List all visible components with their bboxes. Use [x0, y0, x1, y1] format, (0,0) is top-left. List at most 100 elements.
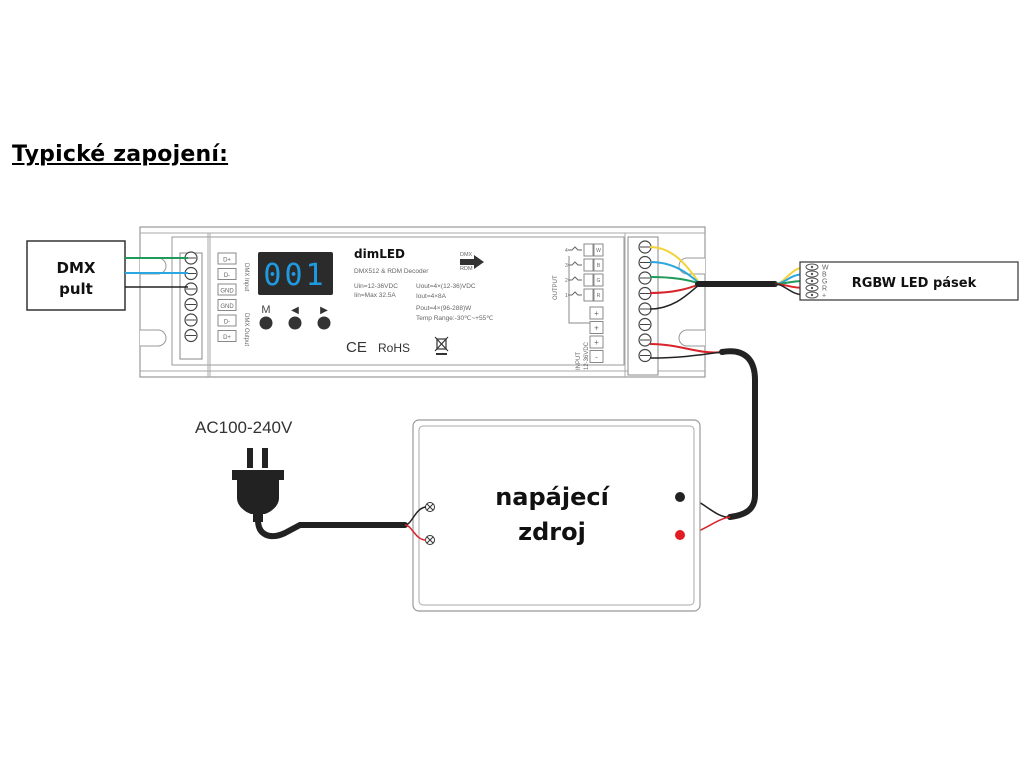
- page-title: Typické zapojení:: [12, 142, 229, 167]
- terminal-screw: [184, 313, 198, 327]
- psu-positive-terminal: [675, 530, 685, 540]
- output-label: OUTPUT: [553, 275, 559, 300]
- weee-bin-icon: [434, 336, 449, 355]
- dmx-terminal-labels: D+ D- GND GND D- D+: [217, 252, 237, 342]
- power-terminals: + + + -: [568, 256, 604, 363]
- dmx-terminal-label: GND: [217, 283, 237, 296]
- power-supply-label-2: zdroj: [518, 518, 586, 546]
- prev-button-label: ◀: [291, 305, 299, 316]
- led-strip-pin: W: [805, 263, 829, 272]
- channel-number: 1: [565, 293, 568, 299]
- led-strip-pin: +: [805, 291, 826, 300]
- terminal-screw: [638, 255, 652, 270]
- terminal-screw: [638, 317, 652, 332]
- led-strip-label: RGBW LED pásek: [852, 276, 977, 291]
- spec-uin: Uin=12-36VDC: [354, 283, 398, 290]
- dmx-wires: [125, 257, 188, 288]
- power-terminal: +: [589, 306, 604, 320]
- led-strip-pin: R: [805, 284, 827, 293]
- channel-number: 4: [565, 248, 568, 254]
- dmx-terminal-label: D-: [217, 314, 237, 327]
- ac-cable: [255, 506, 427, 541]
- brand-label: dimLED: [354, 247, 405, 261]
- power-terminal-sign: +: [594, 309, 599, 318]
- dmx-mark-label: DMX: [460, 252, 473, 258]
- terminal-screw: [638, 240, 652, 254]
- terminal-screw: [638, 271, 652, 285]
- power-terminal-sign: +: [594, 324, 599, 333]
- ac-terminal-l: [425, 502, 435, 512]
- led-strip-pin-label: W: [822, 265, 829, 272]
- channel-number: 3: [565, 263, 568, 269]
- rohs-mark: RoHS: [378, 341, 410, 355]
- input-label: INPUT: [576, 352, 582, 370]
- spec-iout: Iout=4×8A: [416, 293, 447, 300]
- dmx-terminal-label: D+: [217, 330, 237, 342]
- power-terminal-sign: +: [594, 338, 599, 347]
- model-label: DMX512 & RDM Decoder: [354, 268, 429, 275]
- power-supply: napájecí zdroj: [412, 419, 701, 612]
- address-display: 001: [258, 252, 333, 295]
- display-value: 001: [263, 258, 326, 293]
- dmx-terminal-label: D-: [217, 268, 237, 280]
- channel-color: G: [597, 278, 601, 284]
- spec-iin: Iin=Max 32.5A: [354, 292, 396, 299]
- dmx-output-label: DMX Output: [243, 313, 249, 346]
- terminal-screw: [184, 328, 198, 343]
- input-voltage-label: 12-36VDC: [584, 341, 590, 370]
- dmx-terminal-text: D+: [223, 335, 231, 341]
- channel-color: B: [597, 263, 601, 269]
- spec-pout: Pout=4×(96-288)W: [416, 305, 472, 312]
- dmx-terminal-text: D-: [224, 320, 230, 326]
- dmx-terminal-text: GND: [220, 304, 234, 310]
- dmx-console-label-2: pult: [59, 280, 93, 298]
- decoder-housing: [139, 226, 706, 378]
- dmx-terminal-text: D+: [223, 258, 231, 264]
- dc-power-wires: [649, 343, 758, 536]
- dmx-terminal-text: D-: [224, 273, 230, 279]
- dmx-terminal-text: GND: [220, 289, 234, 295]
- led-strip-pin-label: R: [822, 286, 827, 293]
- dmx-rdm-arrow-icon: [460, 255, 484, 269]
- dmx-terminal-label: D+: [217, 252, 237, 265]
- led-strip-pin-label: +: [822, 293, 826, 300]
- channel-color: R: [597, 293, 601, 299]
- channel-color: W: [596, 248, 601, 254]
- psu-negative-terminal: [675, 492, 685, 502]
- power-terminal: +: [589, 335, 604, 349]
- terminal-screw: [638, 348, 652, 363]
- menu-button[interactable]: M: [259, 304, 273, 330]
- prev-button[interactable]: ◀: [288, 305, 302, 330]
- power-supply-label-1: napájecí: [495, 483, 610, 511]
- ac-voltage-label: AC100-240V: [195, 418, 293, 437]
- terminal-screw: [638, 333, 652, 347]
- power-terminal: +: [589, 321, 604, 334]
- led-strip-pin-label: G: [822, 279, 827, 286]
- led-strip-pin: G: [805, 277, 827, 286]
- terminal-screw: [638, 286, 652, 301]
- terminal-screw: [638, 302, 652, 316]
- terminal-screw: [184, 297, 198, 312]
- ac-terminal-n: [425, 535, 435, 545]
- dmx-input-label: DMX Input: [243, 263, 249, 292]
- ac-plug-icon: [232, 448, 284, 522]
- next-button[interactable]: ▶: [317, 305, 331, 330]
- left-terminal-block: [179, 251, 203, 360]
- led-strip-pin: B: [805, 270, 827, 279]
- next-button-label: ▶: [320, 305, 328, 316]
- led-strip-pin-label: B: [822, 272, 827, 279]
- power-terminal-sign: -: [595, 353, 598, 362]
- right-terminal-block: [627, 236, 659, 376]
- rdm-mark-label: RDM: [460, 266, 473, 272]
- spec-uout: Uout=4×(12-36)VDC: [416, 283, 476, 290]
- channel-number: 2: [565, 278, 568, 284]
- dmx-console: DMX pult: [26, 240, 126, 311]
- dmx-console-label-1: DMX: [57, 259, 96, 277]
